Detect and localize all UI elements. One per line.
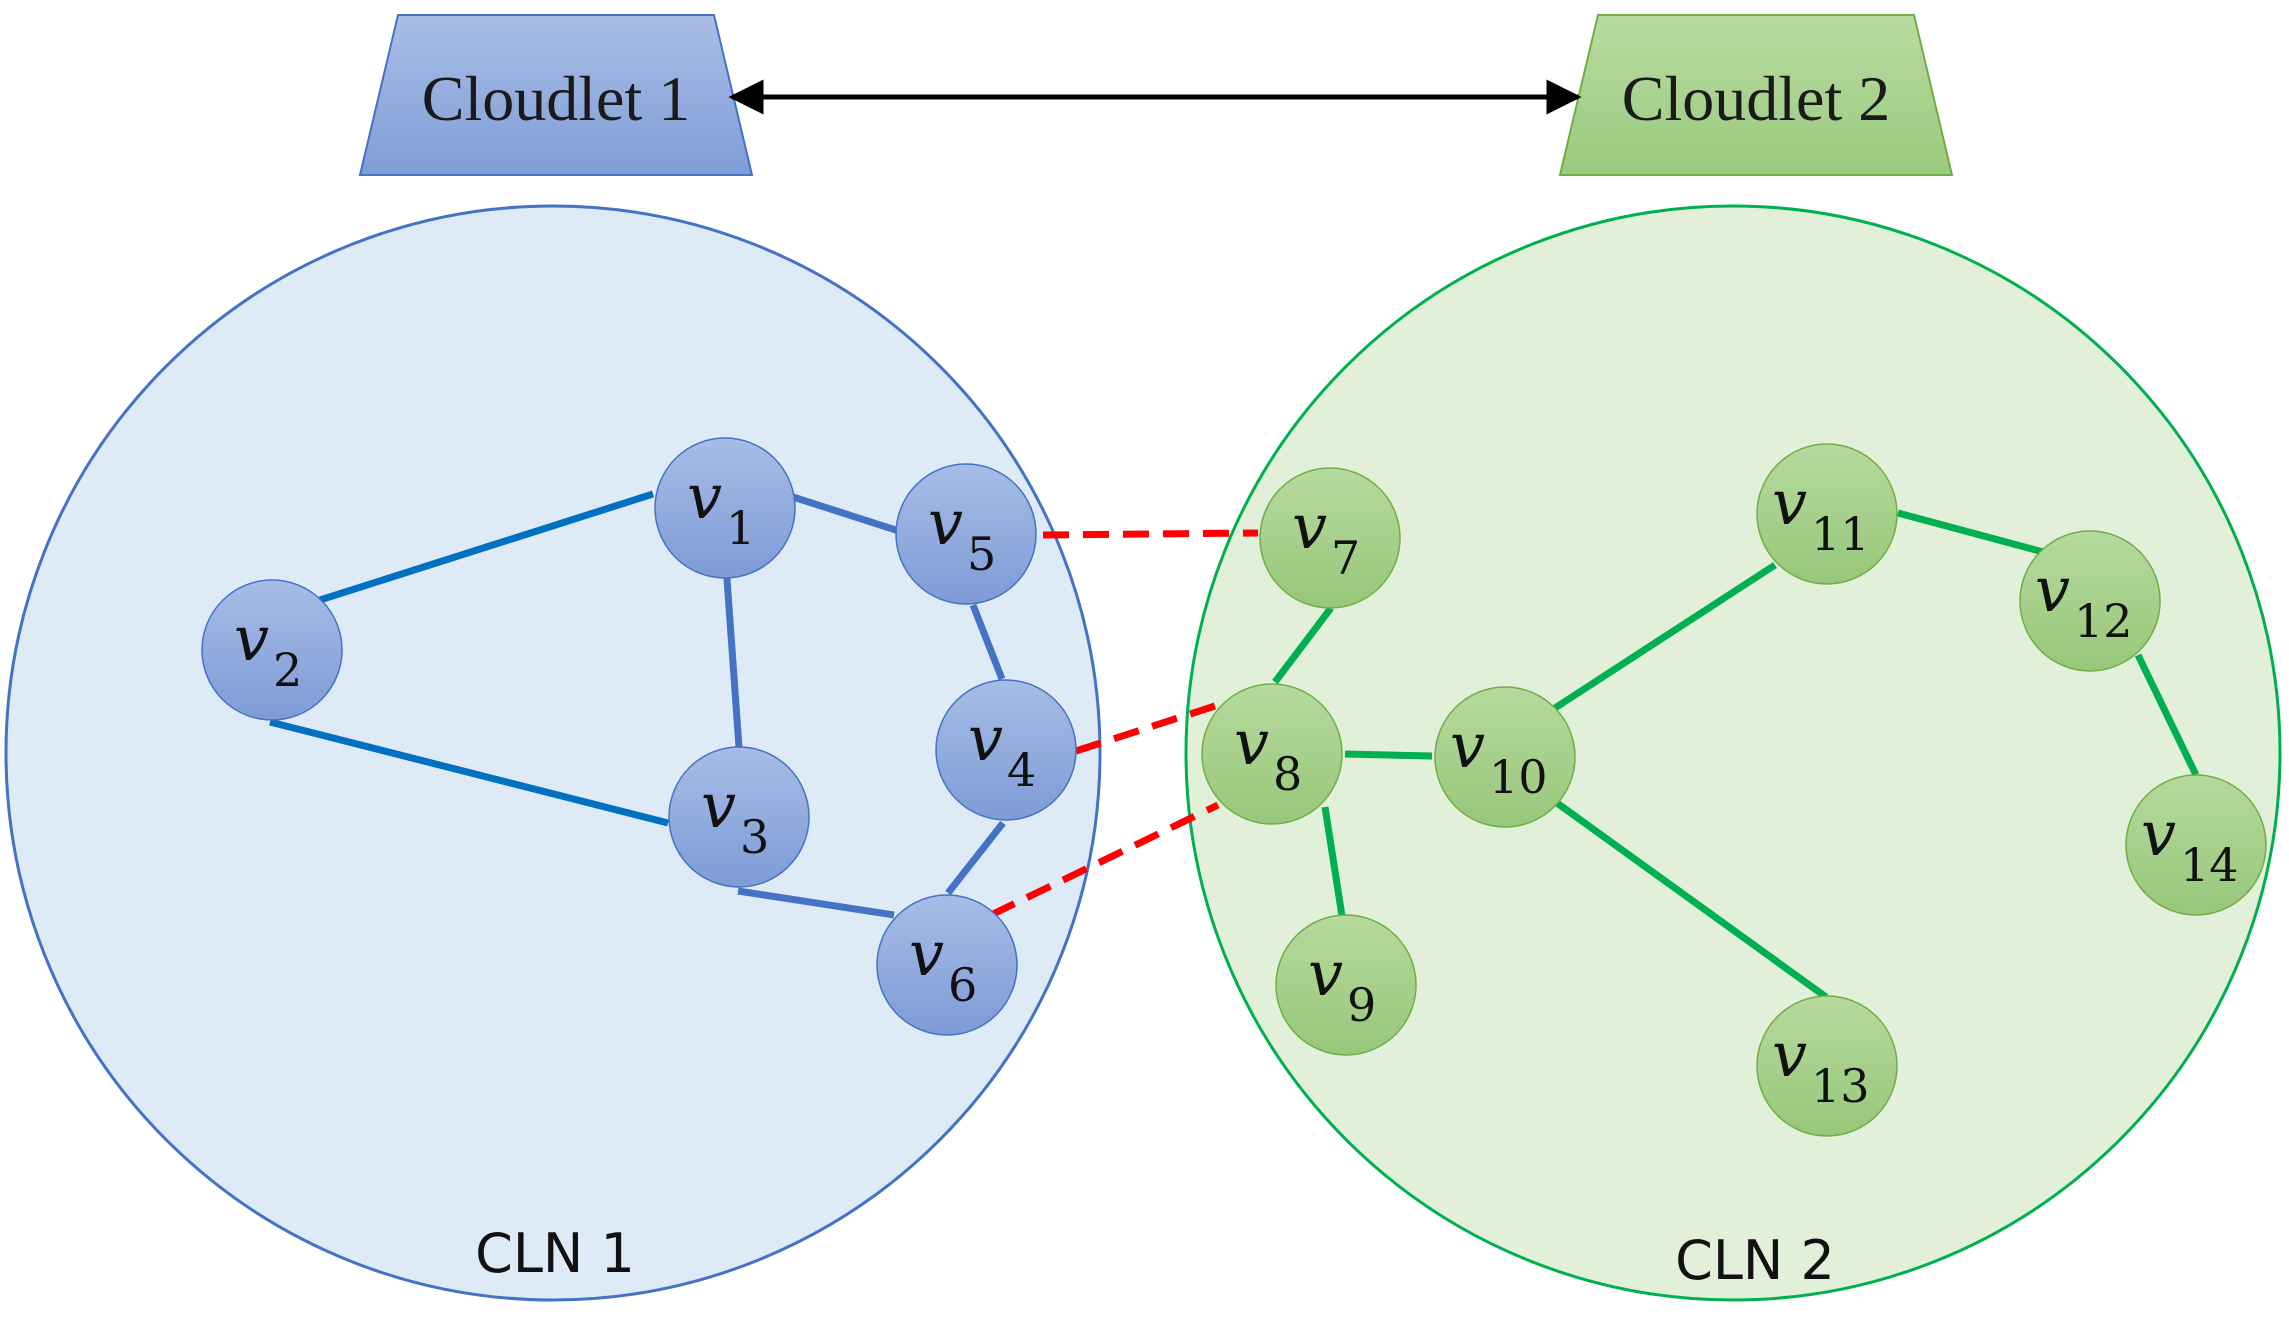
edge-v2-v3 xyxy=(269,718,669,827)
node-v3-circle xyxy=(668,746,810,888)
node-v7[interactable]: v7 xyxy=(1259,467,1401,609)
node-v11-label: v11 xyxy=(1772,466,1870,561)
node-v9[interactable]: v9 xyxy=(1275,914,1417,1056)
node-v8-subscript: 8 xyxy=(1273,747,1302,801)
node-v12-letter: v xyxy=(2035,553,2070,626)
node-v7-label: v7 xyxy=(1292,490,1360,585)
node-v1-circle xyxy=(654,437,796,579)
edges-layer xyxy=(269,490,2200,1000)
node-v1-label: v1 xyxy=(687,460,755,555)
node-v10-letter: v xyxy=(1450,709,1485,782)
node-v4[interactable]: v4 xyxy=(935,679,1077,821)
node-v12-subscript: 12 xyxy=(2074,594,2133,648)
cloudlet-1-label: Cloudlet 1 xyxy=(422,63,690,134)
node-v2-letter: v xyxy=(234,602,269,675)
edge-v12-v14 xyxy=(2134,653,2200,777)
node-v5-circle xyxy=(895,463,1037,605)
edge-v5-v4 xyxy=(969,603,1006,681)
node-v1-letter: v xyxy=(687,460,722,533)
node-v6-subscript: 6 xyxy=(948,958,977,1012)
edge-v8-v10 xyxy=(1344,750,1433,760)
edge-v1-v5 xyxy=(791,493,904,536)
node-v3[interactable]: v3 xyxy=(668,746,810,888)
node-v9-subscript: 9 xyxy=(1347,978,1376,1032)
cln-2-label: CLN 2 xyxy=(1675,1229,1835,1292)
node-v14-label: v14 xyxy=(2141,797,2239,892)
node-v10-circle xyxy=(1434,686,1576,828)
node-v8[interactable]: v8 xyxy=(1201,683,1343,825)
node-v9-label: v9 xyxy=(1308,937,1376,1032)
edge-v8-v9 xyxy=(1321,806,1346,917)
node-v11-subscript: 11 xyxy=(1811,507,1870,561)
edge-v5-v7 xyxy=(1042,529,1259,539)
edge-v4-v6 xyxy=(945,820,1006,896)
node-v10[interactable]: v10 xyxy=(1434,686,1576,828)
edge-v3-v6 xyxy=(737,887,895,919)
node-v2[interactable]: v2 xyxy=(201,579,343,721)
edge-v6-v8 xyxy=(989,801,1220,919)
node-v7-letter: v xyxy=(1292,490,1327,563)
node-v5[interactable]: v5 xyxy=(895,463,1037,605)
cloudlet-2-label: Cloudlet 2 xyxy=(1622,63,1890,134)
edge-v10-v11 xyxy=(1553,562,1777,711)
node-v7-subscript: 7 xyxy=(1331,531,1360,585)
node-v6-circle xyxy=(876,894,1018,1036)
node-v13-circle xyxy=(1756,995,1898,1137)
node-v8-label: v8 xyxy=(1234,706,1302,801)
node-v5-subscript: 5 xyxy=(967,527,996,581)
node-v13[interactable]: v13 xyxy=(1756,995,1898,1137)
node-v1-subscript: 1 xyxy=(726,501,755,555)
node-v5-letter: v xyxy=(928,486,963,559)
node-v7-circle xyxy=(1259,467,1401,609)
node-v3-letter: v xyxy=(701,769,736,842)
node-v14-subscript: 14 xyxy=(2180,838,2239,892)
node-v6-letter: v xyxy=(909,917,944,990)
node-v13-letter: v xyxy=(1772,1018,1807,1091)
node-v4-subscript: 4 xyxy=(1007,743,1036,797)
edge-v1-v3 xyxy=(722,564,743,748)
node-v13-subscript: 13 xyxy=(1811,1059,1870,1113)
node-v14-circle xyxy=(2125,774,2267,916)
node-v9-circle xyxy=(1275,914,1417,1056)
cluster-cln-2 xyxy=(1184,204,2282,1302)
node-v12-circle xyxy=(2019,530,2161,672)
node-v13-label: v13 xyxy=(1772,1018,1870,1113)
node-v1[interactable]: v1 xyxy=(654,437,796,579)
node-v2-label: v2 xyxy=(234,602,302,697)
node-v11-circle xyxy=(1756,443,1898,585)
node-v14-letter: v xyxy=(2141,797,2176,870)
node-v4-label: v4 xyxy=(968,702,1036,797)
edge-v11-v12 xyxy=(1897,509,2044,556)
node-v10-label: v10 xyxy=(1450,709,1548,804)
node-v12-label: v12 xyxy=(2035,553,2133,648)
edge-v4-v8 xyxy=(1074,701,1220,755)
node-v3-subscript: 3 xyxy=(740,810,769,864)
edge-v10-v13 xyxy=(1554,800,1829,1000)
node-v3-label: v3 xyxy=(701,769,769,864)
node-v6-label: v6 xyxy=(909,917,977,1012)
edge-v7-v8 xyxy=(1272,605,1334,685)
node-v6[interactable]: v6 xyxy=(876,894,1018,1036)
cloudlet-2-shape[interactable] xyxy=(1558,14,1954,176)
node-v11-letter: v xyxy=(1772,466,1807,539)
node-v2-subscript: 2 xyxy=(273,643,302,697)
node-v9-letter: v xyxy=(1308,937,1343,1010)
node-v12[interactable]: v12 xyxy=(2019,530,2161,672)
node-v2-circle xyxy=(201,579,343,721)
node-v8-circle xyxy=(1201,683,1343,825)
cloudlet-1-shape[interactable] xyxy=(358,14,754,176)
node-v11[interactable]: v11 xyxy=(1756,443,1898,585)
node-v10-subscript: 10 xyxy=(1489,750,1548,804)
cluster-cln-1 xyxy=(4,204,1102,1302)
node-v4-circle xyxy=(935,679,1077,821)
node-v8-letter: v xyxy=(1234,706,1269,779)
node-v14[interactable]: v14 xyxy=(2125,774,2267,916)
node-v4-letter: v xyxy=(968,702,1003,775)
edge-v1-v2 xyxy=(318,490,655,604)
cln-1-label: CLN 1 xyxy=(475,1222,635,1285)
node-v5-label: v5 xyxy=(928,486,996,581)
